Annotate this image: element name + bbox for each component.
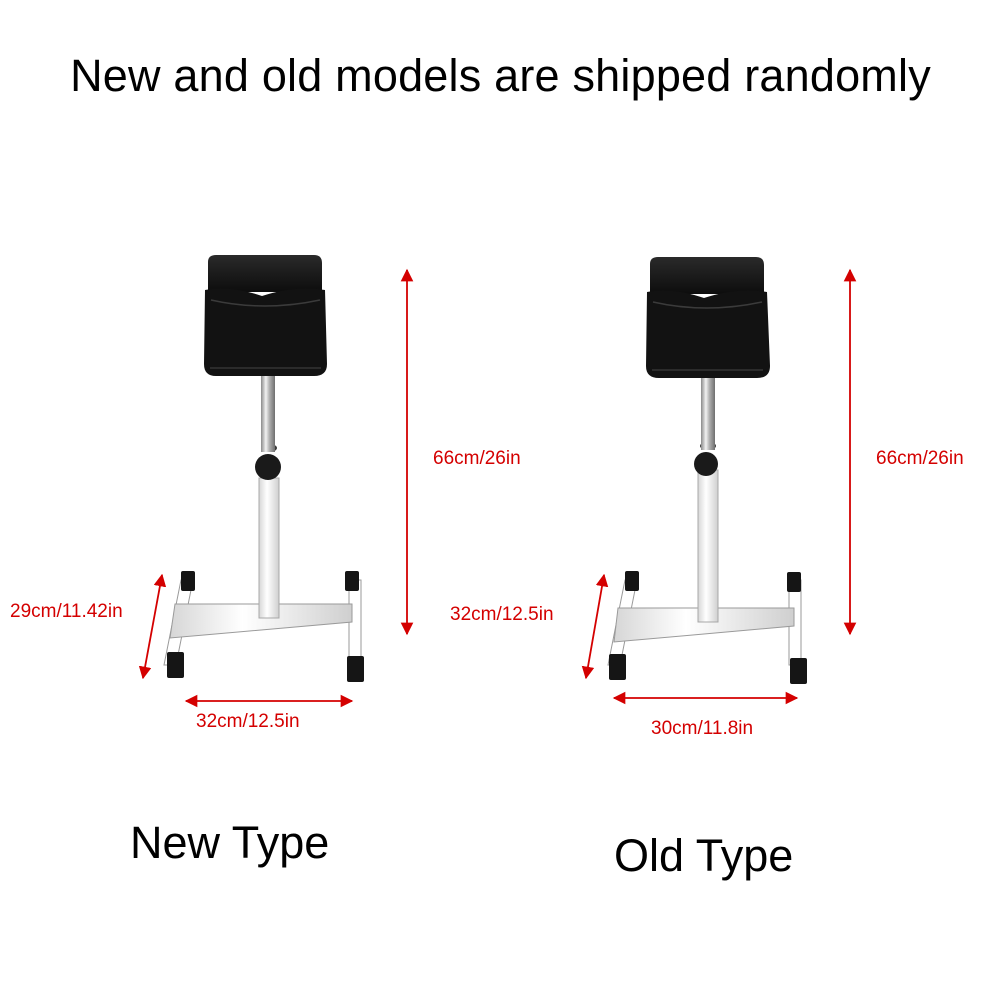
new-type-label: New Type bbox=[130, 817, 330, 868]
old-type-depth-arrow bbox=[581, 573, 609, 680]
old-type-cushion bbox=[646, 257, 770, 378]
old-type-base bbox=[607, 571, 807, 684]
new-type-base bbox=[163, 571, 364, 682]
new-type-height-label: 66cm/26in bbox=[433, 448, 521, 469]
headline: New and old models are shipped randomly bbox=[70, 50, 931, 101]
new-type-cushion bbox=[204, 255, 327, 376]
new-type-column bbox=[258, 477, 280, 619]
old-type-width-label: 30cm/11.8in bbox=[651, 718, 753, 739]
foot-cap bbox=[181, 571, 195, 591]
new-type-depth-label: 29cm/11.42in bbox=[10, 601, 123, 622]
foot-cap bbox=[790, 658, 807, 684]
new-type-width-label: 32cm/12.5in bbox=[196, 711, 300, 732]
old-type-label: Old Type bbox=[614, 830, 794, 881]
old-type-height-label: 66cm/26in bbox=[876, 448, 964, 469]
old-type-pole bbox=[701, 368, 715, 450]
foot-cap bbox=[167, 652, 184, 678]
foot-cap bbox=[787, 572, 801, 592]
foot-cap bbox=[345, 571, 359, 591]
foot-cap bbox=[609, 654, 626, 680]
new-type-stool bbox=[163, 255, 364, 682]
old-type-stool bbox=[607, 257, 807, 684]
old-type-column bbox=[697, 469, 719, 623]
dimension-lines bbox=[138, 268, 857, 708]
height-adjust-knob bbox=[255, 454, 281, 480]
foot-cap bbox=[625, 571, 639, 591]
height-adjust-knob bbox=[694, 452, 718, 476]
new-type-depth-arrow bbox=[138, 573, 167, 680]
new-type-pole bbox=[261, 364, 275, 452]
old-type-depth-label: 32cm/12.5in bbox=[450, 604, 554, 625]
foot-cap bbox=[347, 656, 364, 682]
